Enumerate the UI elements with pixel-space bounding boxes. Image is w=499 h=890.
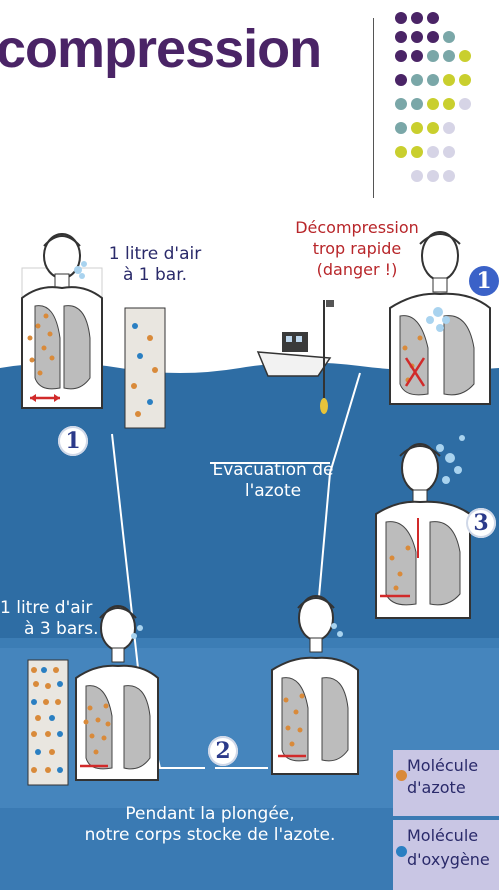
step-3-marker: 3 xyxy=(466,508,496,538)
step-2-marker: 2 xyxy=(208,736,238,766)
label-nitrogen-evacuation: Evacuation de l'azote xyxy=(210,460,336,503)
air-volume-3-bars xyxy=(28,660,68,785)
oxygen-dot-icon xyxy=(396,846,407,857)
step-1-marker: 1 xyxy=(58,426,88,456)
label-air-1-bar: 1 litre d'air à 1 bar. xyxy=(100,244,210,287)
label-decompression-danger: Décompression trop rapide (danger !) xyxy=(292,218,422,280)
step-1-right-marker: 1 xyxy=(469,266,499,296)
nitrogen-dot-icon xyxy=(396,770,407,781)
decorative-dot-grid xyxy=(0,0,499,208)
legend-nitrogen: Molécule d'azote xyxy=(393,750,499,816)
decompression-illustration: 1 litre d'air à 1 bar. Décompression tro… xyxy=(0,208,499,890)
label-dive-nitrogen-storage: Pendant la plongée, notre corps stocke d… xyxy=(60,804,360,847)
label-air-3-bars: 1 litre d'air à 3 bars. xyxy=(0,598,108,641)
air-volume-1-bar xyxy=(125,308,165,428)
legend-oxygen: Molécule d'oxygène xyxy=(393,820,499,890)
